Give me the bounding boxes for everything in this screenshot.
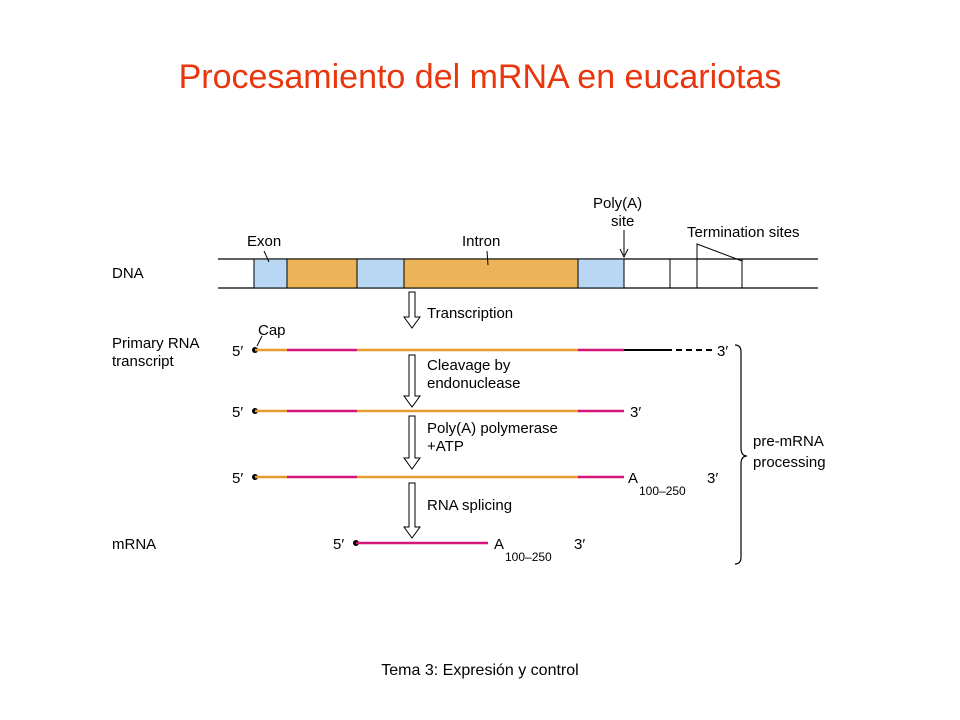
primary-transcript-strand: 5′ 3′ <box>232 343 728 360</box>
dna-label: DNA <box>112 265 144 282</box>
primary-transcript-label-1: Primary RNA <box>112 335 200 352</box>
cleaved-5prime: 5′ <box>232 404 243 421</box>
pre-mrna-processing-label-2: processing <box>753 454 826 471</box>
primary-3prime: 3′ <box>717 343 728 360</box>
intron-pointer <box>486 250 489 266</box>
polyadenylated-transcript-strand: 5′ A 100–250 3′ <box>232 470 718 498</box>
mrna-3prime: 3′ <box>574 536 585 553</box>
intron-label: Intron <box>462 233 500 250</box>
mrna-5prime: 5′ <box>333 536 344 553</box>
polya-site-label-1: Poly(A) <box>593 195 642 212</box>
termination-sites-pointer <box>696 243 743 262</box>
step-cleavage-label-2: endonuclease <box>427 375 520 392</box>
primary-5prime: 5′ <box>232 343 243 360</box>
step-transcription-label: Transcription <box>427 305 513 322</box>
step-splicing-label: RNA splicing <box>427 497 512 514</box>
exon-3-box <box>577 258 625 289</box>
polyadenylation-arrow <box>403 415 421 470</box>
splicing-arrow <box>403 482 421 539</box>
cleavage-arrow <box>403 354 421 408</box>
mature-mrna-strand: 5′ A 100–250 3′ <box>333 536 585 564</box>
cap-label: Cap <box>258 322 286 339</box>
transcription-arrow <box>403 291 421 329</box>
polyadenylated-3prime: 3′ <box>707 470 718 487</box>
cleaved-3prime: 3′ <box>630 404 641 421</box>
intron-2-box <box>403 258 579 289</box>
termination-sites-label: Termination sites <box>687 224 800 241</box>
exon-1-box <box>253 258 288 289</box>
intron-1-box <box>286 258 358 289</box>
exon-label: Exon <box>247 233 281 250</box>
polyadenylated-poly-a-range: 100–250 <box>639 484 686 498</box>
polyadenylated-poly-a: A <box>628 470 638 487</box>
polya-site-arrow <box>619 230 629 259</box>
mrna-label: mRNA <box>112 536 156 553</box>
step-polya-label-1: Poly(A) polymerase <box>427 420 558 437</box>
mrna-poly-a: A <box>494 536 504 553</box>
exon-pointer <box>263 250 270 263</box>
pre-mrna-processing-bracket <box>734 344 748 565</box>
step-cleavage-label-1: Cleavage by <box>427 357 511 374</box>
polya-site-label-2: site <box>611 213 634 230</box>
cap-pointer <box>256 335 263 347</box>
primary-transcript-label-2: transcript <box>112 353 175 370</box>
polyadenylated-5prime: 5′ <box>232 470 243 487</box>
exon-2-box <box>356 258 405 289</box>
cleaved-transcript-strand: 5′ 3′ <box>232 404 641 421</box>
pre-mrna-processing-label-1: pre-mRNA <box>753 433 824 450</box>
dna-bar <box>218 258 818 289</box>
slide-title: Procesamiento del mRNA en eucariotas <box>178 58 782 96</box>
slide-footer: Tema 3: Expresión y control <box>381 662 579 679</box>
step-polya-label-2: +ATP <box>427 438 464 455</box>
mrna-poly-a-range: 100–250 <box>505 550 552 564</box>
